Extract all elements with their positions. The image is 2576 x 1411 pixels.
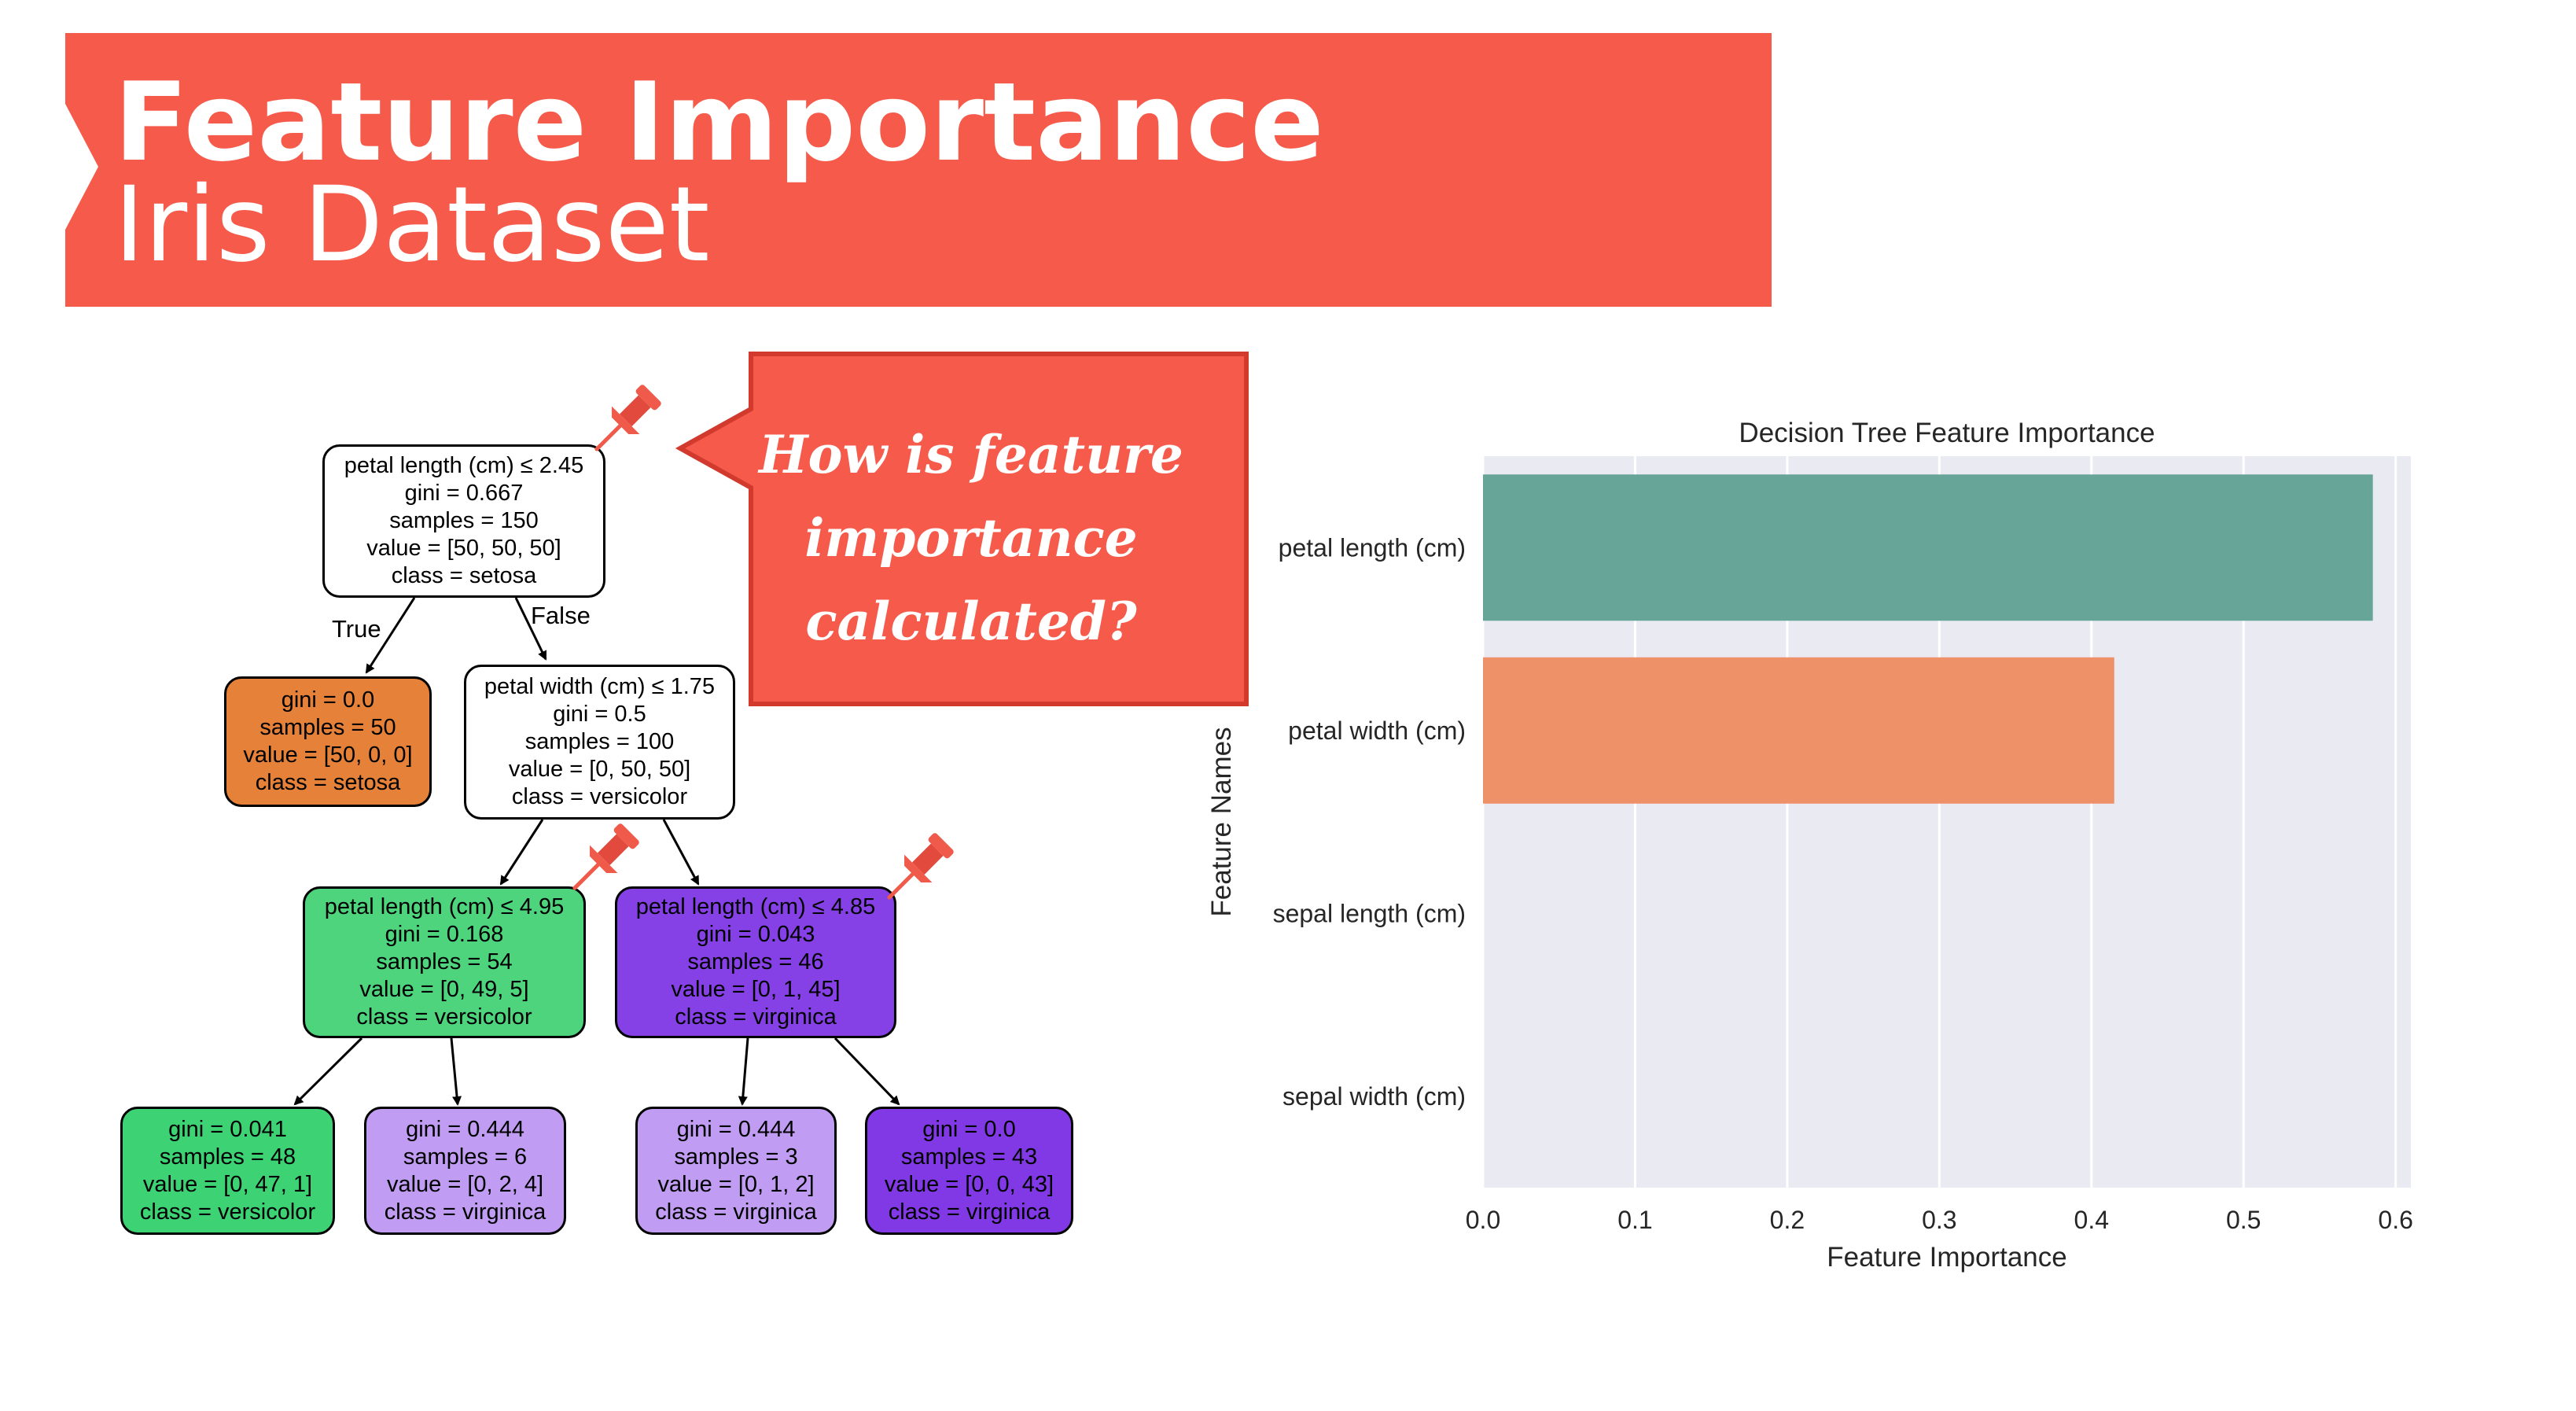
edge-n3-n5 xyxy=(293,1037,363,1106)
callout-text: How is feature importance calculated? xyxy=(759,413,1183,663)
callout-line: How is feature xyxy=(759,424,1183,485)
pushpin-icon xyxy=(887,833,954,900)
bar xyxy=(1483,474,2373,621)
x-tick-label: 0.2 xyxy=(1770,1206,1805,1234)
node-line: value = [0, 50, 50] xyxy=(508,757,691,782)
node-line: samples = 46 xyxy=(687,949,824,974)
node-line: gini = 0.0 xyxy=(281,687,375,713)
edge-root-n2 xyxy=(514,597,547,661)
node-line: samples = 3 xyxy=(674,1144,798,1170)
y-tick-label: petal width (cm) xyxy=(1288,717,1466,745)
edge-n2-n4 xyxy=(662,819,700,886)
x-tick-label: 0.6 xyxy=(2378,1206,2412,1234)
chart-title: Decision Tree Feature Importance xyxy=(1739,418,2155,448)
node-line: gini = 0.0 xyxy=(922,1116,1016,1142)
node-line: value = [0, 1, 45] xyxy=(671,977,841,1002)
node-line: gini = 0.667 xyxy=(404,481,524,506)
x-axis-label: Feature Importance xyxy=(1827,1242,2066,1273)
edge-label-true: True xyxy=(332,615,381,643)
y-tick-label: sepal width (cm) xyxy=(1282,1082,1466,1111)
node-line: class = virginica xyxy=(675,1004,837,1030)
page-title: Feature Importance xyxy=(114,59,1324,186)
node-line: class = virginica xyxy=(384,1199,546,1225)
node-line: gini = 0.041 xyxy=(168,1116,287,1142)
node-line: class = versicolor xyxy=(356,1004,532,1030)
node-line: value = [50, 50, 50] xyxy=(366,536,561,561)
pushpin-icon xyxy=(594,385,661,451)
node-line: gini = 0.043 xyxy=(696,922,815,947)
node-line: petal width (cm) ≤ 1.75 xyxy=(484,674,716,699)
y-tick-label: petal length (cm) xyxy=(1279,533,1466,562)
node-line: class = versicolor xyxy=(511,784,688,809)
node-line: value = [0, 0, 43] xyxy=(884,1171,1054,1197)
bar xyxy=(1483,657,2114,804)
node-line: petal length (cm) ≤ 2.45 xyxy=(344,453,584,478)
x-tick-label: 0.3 xyxy=(1922,1206,1956,1234)
edge-n2-n3 xyxy=(499,819,544,886)
node-line: samples = 6 xyxy=(403,1144,528,1170)
node-line: class = setosa xyxy=(391,563,537,588)
x-tick-label: 0.5 xyxy=(2226,1206,2261,1234)
node-line: value = [0, 2, 4] xyxy=(386,1171,544,1197)
node-line: class = versicolor xyxy=(139,1199,316,1225)
node-line: gini = 0.168 xyxy=(385,922,504,947)
node-line: samples = 43 xyxy=(900,1144,1038,1170)
callout-line: importance xyxy=(804,507,1138,569)
edge-label-false: False xyxy=(531,602,591,629)
callout-line: calculated? xyxy=(805,591,1137,652)
y-tick-label: sepal length (cm) xyxy=(1273,899,1466,927)
edge-n4-n7 xyxy=(738,1037,749,1106)
node-line: samples = 54 xyxy=(376,949,513,974)
node-line: gini = 0.5 xyxy=(553,702,646,727)
edge-n4-n8 xyxy=(834,1037,900,1106)
callout-shape xyxy=(675,352,1249,706)
y-axis-label: Feature Names xyxy=(1206,727,1237,916)
node-line: class = setosa xyxy=(255,770,401,795)
x-tick-label: 0.1 xyxy=(1617,1206,1652,1234)
x-tick-label: 0.4 xyxy=(2074,1206,2109,1234)
node-line: class = virginica xyxy=(655,1199,817,1225)
node-line: value = [50, 0, 0] xyxy=(243,742,413,768)
node-line: samples = 150 xyxy=(389,508,539,533)
node-line: gini = 0.444 xyxy=(676,1116,796,1142)
node-line: gini = 0.444 xyxy=(406,1116,524,1142)
node-line: samples = 100 xyxy=(524,729,675,754)
title-banner: Feature Importance Iris Dataset xyxy=(65,33,1772,307)
node-line: petal length (cm) ≤ 4.95 xyxy=(324,894,565,919)
page-subtitle: Iris Dataset xyxy=(114,164,710,286)
x-tick-label: 0.0 xyxy=(1466,1206,1500,1234)
banner-shape xyxy=(65,33,1772,307)
node-line: value = [0, 1, 2] xyxy=(657,1171,815,1197)
node-line: value = [0, 47, 1] xyxy=(142,1171,313,1197)
feature-importance-chart: 0.0 0.1 0.2 0.3 0.4 0.5 0.6 petal length (cm) pe… xyxy=(1206,418,2413,1273)
question-callout: How is feature importance calculated? xyxy=(664,350,1250,708)
edge-n3-n6 xyxy=(450,1037,462,1106)
node-line: samples = 48 xyxy=(159,1144,296,1170)
pushpin-icon xyxy=(572,823,639,890)
edge-root-n1 xyxy=(365,597,416,674)
node-line: petal length (cm) ≤ 4.85 xyxy=(635,894,876,919)
node-line: samples = 50 xyxy=(259,715,396,740)
node-line: class = virginica xyxy=(888,1199,1051,1225)
node-line: value = [0, 49, 5] xyxy=(359,977,529,1002)
